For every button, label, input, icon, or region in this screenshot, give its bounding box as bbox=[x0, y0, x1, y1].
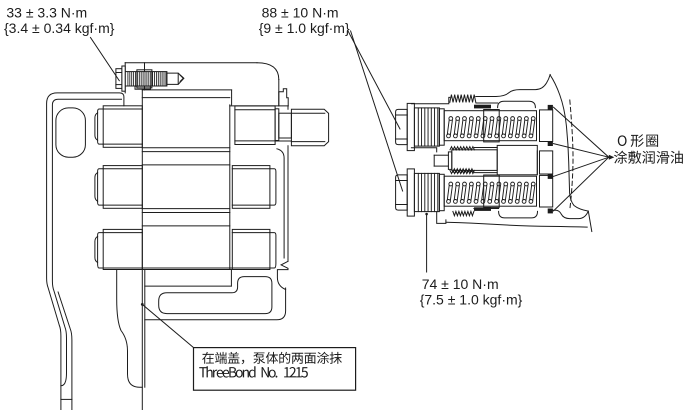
svg-text:{3.4 ± 0.34 kgf·m}: {3.4 ± 0.34 kgf·m} bbox=[4, 20, 115, 36]
svg-text:74 ± 10 N·m: 74 ± 10 N·m bbox=[422, 276, 499, 292]
svg-text:{9 ± 1.0 kgf·m}: {9 ± 1.0 kgf·m} bbox=[259, 20, 350, 36]
svg-text:88 ± 10 N·m: 88 ± 10 N·m bbox=[262, 4, 339, 20]
svg-text:{7.5 ± 1.0 kgf·m}: {7.5 ± 1.0 kgf·m} bbox=[420, 292, 523, 308]
svg-text:33 ± 3.3 N·m: 33 ± 3.3 N·m bbox=[6, 4, 87, 20]
